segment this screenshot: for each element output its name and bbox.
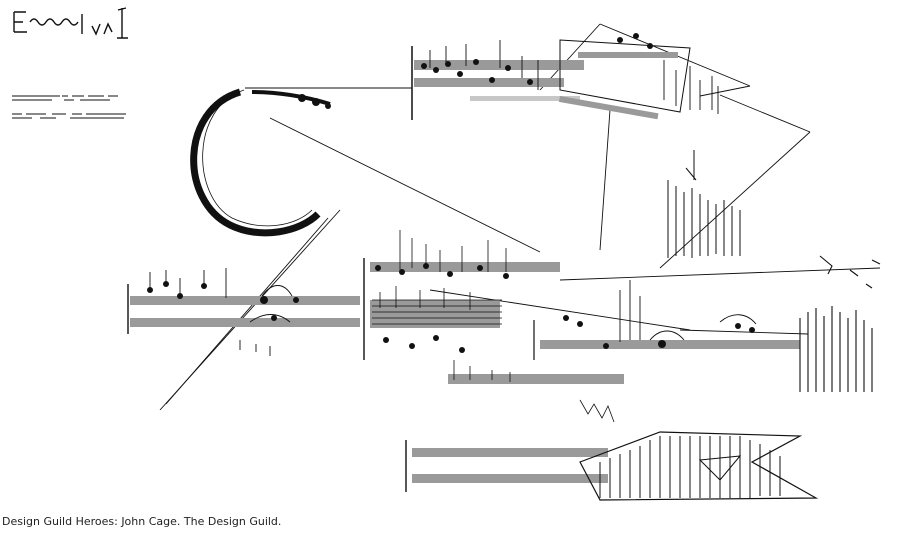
central-staff-cluster (363, 230, 624, 423)
graphic-score-image (12, 7, 881, 501)
upper-staff-cluster (411, 33, 719, 120)
hatch-spikes-lower (799, 255, 881, 392)
spiral-arc-staff (190, 88, 331, 237)
middle-left-staff (127, 268, 360, 356)
handwritten-title (13, 7, 128, 39)
hatch-spikes-upper (667, 150, 741, 258)
handwritten-notes (12, 95, 126, 119)
image-caption: Design Guild Heroes: John Cage. The Desi… (2, 515, 282, 528)
bottom-staff-wedge (405, 431, 819, 501)
connecting-lines (159, 23, 881, 411)
middle-right-staff (533, 280, 800, 360)
